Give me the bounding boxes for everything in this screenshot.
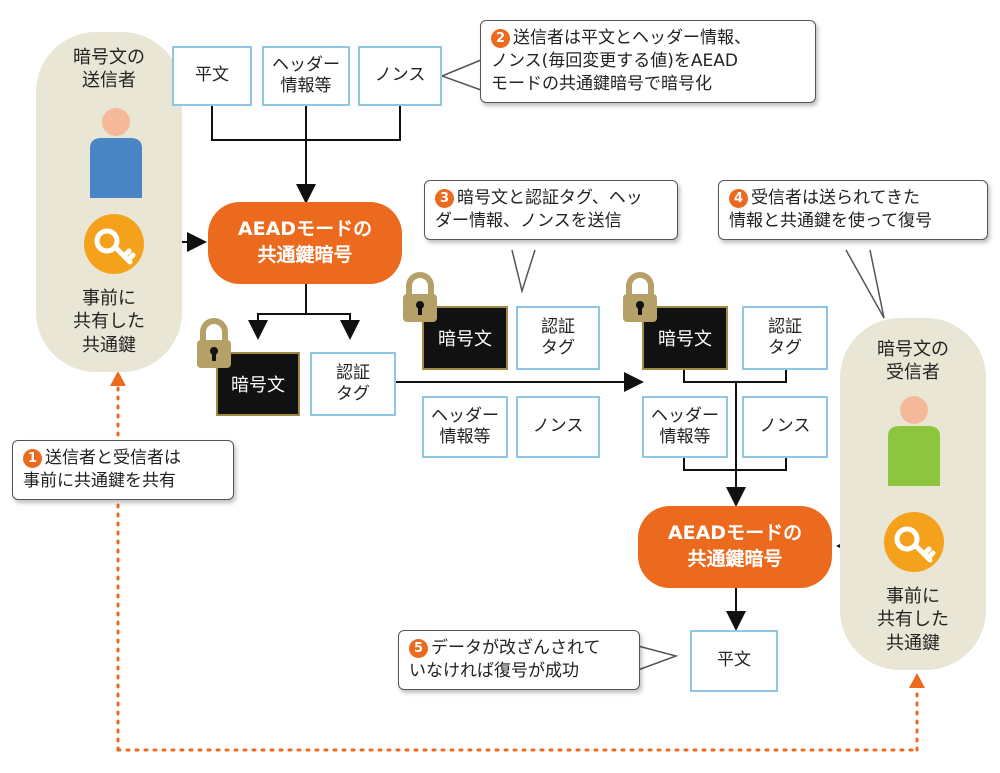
receiver-title-line: 受信者 bbox=[886, 362, 940, 384]
header-box: ヘッダー 情報等 bbox=[262, 46, 350, 106]
receiver-key-label-line: 事前に bbox=[886, 586, 940, 607]
header-label: 情報等 bbox=[439, 427, 491, 447]
step-number: 2 bbox=[491, 29, 510, 48]
sender-key-label-line: 共通鍵 bbox=[82, 334, 136, 356]
receiver-title-line: 暗号文の bbox=[877, 339, 949, 360]
ciphertext-box: 暗号文 bbox=[642, 306, 728, 370]
step-text: モードの共通鍵暗号で暗号化 bbox=[491, 73, 712, 94]
auth-tag-label: タグ bbox=[768, 338, 802, 358]
nonce-box: ノンス bbox=[358, 46, 442, 106]
receiver-key-label-line: 共通鍵 bbox=[886, 632, 940, 654]
nonce-label: ノンス bbox=[532, 416, 584, 437]
auth-tag-box: 認証 タグ bbox=[310, 352, 396, 416]
key-icon bbox=[84, 214, 144, 274]
step-text: 送信者と受信者は bbox=[45, 448, 181, 468]
person-icon bbox=[90, 108, 142, 198]
auth-tag-label: 認証 bbox=[768, 316, 802, 337]
padlock-icon bbox=[623, 272, 657, 322]
header-label: ヘッダー bbox=[651, 405, 719, 426]
step-text: いなければ復号が成功 bbox=[409, 660, 579, 681]
padlock-icon bbox=[197, 318, 231, 368]
person-icon bbox=[888, 396, 940, 486]
receiver-panel bbox=[840, 318, 986, 670]
step-number: 5 bbox=[409, 639, 428, 658]
header-box: ヘッダー 情報等 bbox=[422, 396, 508, 458]
padlock-icon bbox=[403, 272, 437, 322]
step-text: データが改ざんされて bbox=[431, 638, 601, 658]
header-label: 情報等 bbox=[280, 76, 332, 96]
step-number: 1 bbox=[23, 449, 42, 468]
step-number: 4 bbox=[729, 189, 748, 208]
receiver-key-label-line: 共有した bbox=[877, 609, 949, 631]
plaintext-label: 平文 bbox=[195, 65, 229, 86]
step-text: ダー情報、ノンスを送信 bbox=[435, 210, 622, 231]
key-icon bbox=[884, 512, 944, 572]
auth-tag-box: 認証 タグ bbox=[742, 306, 828, 370]
header-label: 情報等 bbox=[659, 427, 711, 447]
aead-label: 共通鍵暗号 bbox=[257, 244, 353, 266]
receiver-title: 暗号文の 受信者 bbox=[840, 338, 986, 385]
nonce-label: ノンス bbox=[374, 65, 426, 86]
ciphertext-label: 暗号文 bbox=[231, 375, 285, 396]
header-label: ヘッダー bbox=[431, 405, 499, 426]
receiver-key-label: 事前に 共有した 共通鍵 bbox=[840, 585, 986, 655]
nonce-label: ノンス bbox=[759, 416, 811, 437]
step-text: 情報と共通鍵を使って復号 bbox=[729, 210, 933, 231]
sender-title: 暗号文の 送信者 bbox=[36, 46, 182, 93]
auth-tag-label: タグ bbox=[541, 338, 575, 358]
aead-label: 共通鍵暗号 bbox=[687, 548, 783, 570]
nonce-box: ノンス bbox=[516, 396, 600, 458]
sender-key-label: 事前に 共有した 共通鍵 bbox=[36, 287, 182, 357]
step-text: 事前に共通鍵を共有 bbox=[23, 470, 176, 491]
sender-key-label-line: 共有した bbox=[73, 311, 145, 333]
auth-tag-label: 認証 bbox=[336, 362, 370, 383]
ciphertext-label: 暗号文 bbox=[438, 329, 492, 350]
nonce-box: ノンス bbox=[742, 396, 828, 458]
step-text: 暗号文と認証タグ、ヘッ bbox=[457, 188, 643, 208]
header-label: ヘッダー bbox=[272, 54, 340, 75]
aead-label: AEADモードの bbox=[237, 218, 373, 241]
step-text: 受信者は送られてきた bbox=[751, 188, 920, 208]
step-text: 送信者は平文とヘッダー情報、 bbox=[513, 28, 751, 48]
plaintext-label: 平文 bbox=[717, 650, 751, 671]
auth-tag-label: タグ bbox=[336, 384, 370, 404]
step-text: ノンス(毎回変更する値)をAEAD bbox=[491, 50, 739, 71]
aead-label: AEADモードの bbox=[667, 522, 803, 545]
header-box: ヘッダー 情報等 bbox=[642, 396, 728, 458]
sender-panel bbox=[36, 32, 182, 372]
auth-tag-box: 認証 タグ bbox=[516, 306, 600, 370]
aead-decrypt: AEADモードの 共通鍵暗号 bbox=[638, 506, 832, 588]
aead-encrypt: AEADモードの 共通鍵暗号 bbox=[208, 202, 402, 284]
sender-title-line: 暗号文の bbox=[73, 47, 145, 68]
step-number: 3 bbox=[435, 189, 454, 208]
decrypted-plaintext-box: 平文 bbox=[690, 630, 778, 692]
sender-title-line: 送信者 bbox=[82, 70, 136, 92]
sender-key-label-line: 事前に bbox=[82, 288, 136, 309]
auth-tag-label: 認証 bbox=[541, 316, 575, 337]
plaintext-box: 平文 bbox=[172, 46, 252, 106]
ciphertext-label: 暗号文 bbox=[658, 329, 712, 350]
